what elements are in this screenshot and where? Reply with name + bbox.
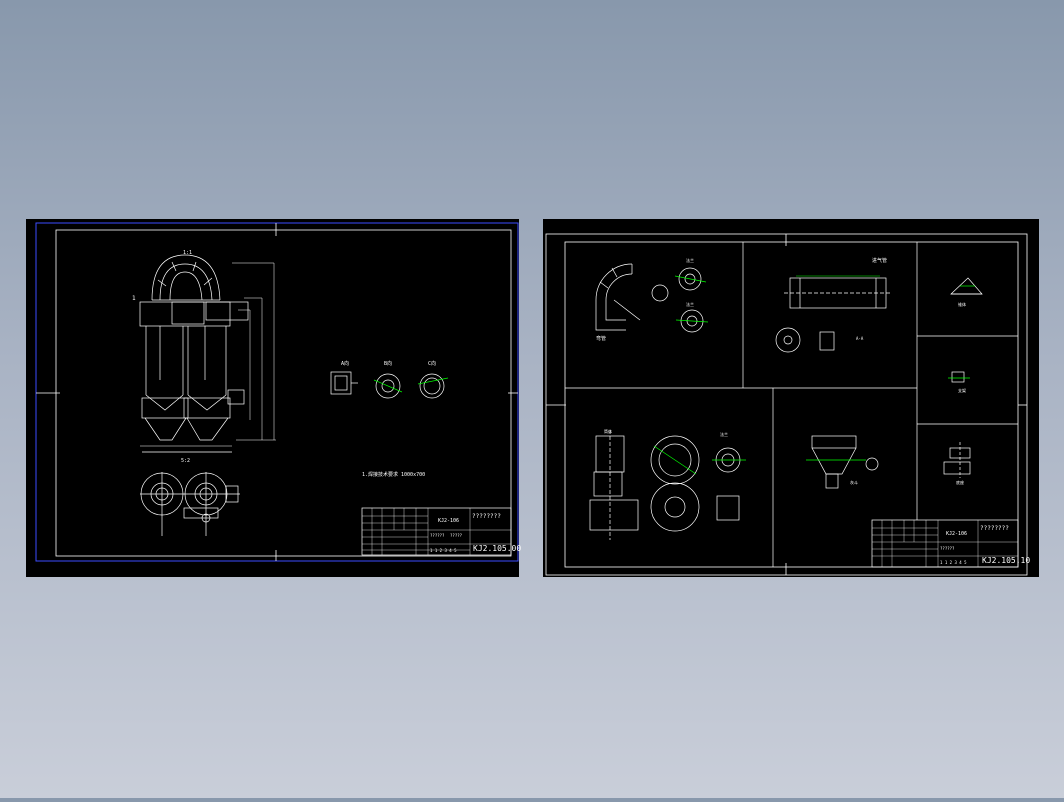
cyclone-plan-view	[140, 472, 240, 536]
sheet-1-sheet-index: 1 1 2 3 4 5	[430, 548, 457, 553]
sheet-2-drawing-code: KJ2.105.10	[982, 556, 1030, 565]
detail-a-view	[330, 371, 358, 395]
detail-b-view	[373, 373, 403, 399]
elbow-view	[595, 263, 641, 331]
cyclone-front-view	[139, 254, 249, 453]
detail-c-label: C向	[428, 360, 436, 367]
cylinder-view	[589, 430, 746, 540]
sheet-2-inner-frame	[564, 241, 1019, 568]
detail-b-label: B向	[384, 360, 392, 367]
sheet-2-background	[543, 219, 1039, 577]
sheet-1-material: ????????	[472, 513, 501, 520]
inlet-pipe-view	[775, 275, 892, 353]
small-part-view	[948, 371, 970, 383]
bottom-marker-label: 5:2	[181, 458, 190, 464]
base-view	[943, 442, 971, 478]
small-part-label: 支架	[958, 387, 966, 393]
cylinder-label: 筒体	[604, 428, 612, 434]
cone-view	[950, 277, 983, 295]
flange-label-2: 法兰	[686, 301, 694, 307]
sheet-1-center-marks	[36, 223, 518, 561]
sheet-1-scale: ??????	[430, 533, 445, 538]
sheet-1-drawing-name: KJ2-106	[438, 518, 459, 524]
front-view-dimensions	[140, 262, 276, 447]
cone-label: 锥体	[958, 301, 966, 307]
sheet-2-title-block: KJ2-106 ???????? ?????? 1 1 2 3 4 5 KJ2.…	[871, 519, 1030, 568]
tech-note: 1.焊接技术要求 1000x700	[362, 471, 425, 478]
hopper-view	[806, 435, 879, 489]
drawing-sheet-2[interactable]: 弯管 法兰 法兰 进气管 A-A	[543, 219, 1039, 577]
sheet-2-scale: ??????	[940, 546, 955, 551]
sheet-2-drawing-name: KJ2-106	[946, 531, 967, 537]
sheet-2-panel-dividers	[565, 242, 1018, 567]
flange-label-small: 法兰	[720, 431, 728, 437]
flange-views	[651, 267, 709, 333]
base-label: 底座	[956, 479, 964, 485]
top-marker-label: 1:1	[183, 250, 192, 256]
sheet-2-outer-frame	[545, 233, 1028, 576]
sheet-2-center-marks	[546, 234, 1027, 575]
side-marker-label: 1	[132, 295, 136, 302]
sheet-1-title-block: KJ2-106 ???????? ?????? ????? 1 1 2 3 4 …	[361, 507, 521, 556]
sheet-1-weight: ?????	[450, 533, 463, 538]
elbow-label: 弯管	[596, 335, 606, 342]
sheet-1-outer-frame	[35, 222, 519, 562]
hopper-label: 灰斗	[850, 479, 858, 485]
sheet-1-background	[26, 219, 519, 577]
sheet-2-material: ????????	[980, 525, 1009, 532]
sheet-2-sheet-index: 1 1 2 3 4 5	[940, 560, 967, 565]
detail-a-label: A向	[341, 360, 349, 367]
sheet-1-drawing-code: KJ2.105.00	[473, 544, 521, 553]
flange-label-1: 法兰	[686, 257, 694, 263]
drawing-sheet-1[interactable]: 1:1 1 5:2 A向 B向	[26, 219, 521, 577]
inlet-pipe-label: 进气管	[872, 257, 887, 264]
detail-c-view	[417, 373, 449, 399]
pipe-section-label: A-A	[856, 336, 864, 341]
